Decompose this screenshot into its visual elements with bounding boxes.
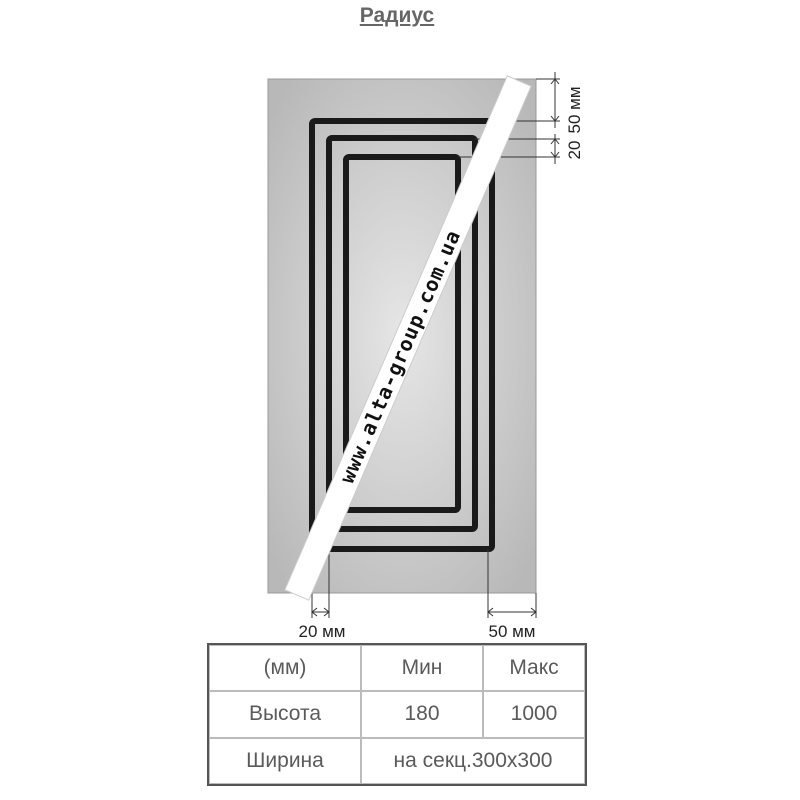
height-min-value: 180 bbox=[361, 691, 483, 738]
inner-frame bbox=[343, 154, 461, 513]
door-facade-diagram: 50 мм 20 20 мм 50 мм www.alta-group.com.… bbox=[267, 72, 584, 640]
specs-table: (мм) Мин Макс Высота 180 1000 Ширина на … bbox=[207, 643, 587, 786]
table-row-width: Ширина на секц.300x300 bbox=[209, 737, 585, 784]
dim-label-bottom-50mm: 50 мм bbox=[488, 622, 535, 640]
header-min: Мин bbox=[361, 645, 483, 692]
height-max-value: 1000 bbox=[483, 691, 585, 738]
dim-label-top-50mm: 50 мм bbox=[565, 86, 584, 133]
dim-label-bottom-20mm: 20 мм bbox=[298, 622, 345, 640]
width-value: на секц.300x300 bbox=[361, 737, 585, 784]
header-units: (мм) bbox=[209, 645, 361, 692]
header-max: Макс bbox=[483, 645, 585, 692]
row-label-height: Высота bbox=[209, 691, 361, 738]
dim-label-top-20: 20 bbox=[565, 141, 584, 160]
table-row-height: Высота 180 1000 bbox=[209, 691, 585, 738]
middle-frame bbox=[326, 135, 478, 532]
table-header-row: (мм) Мин Макс bbox=[209, 645, 585, 692]
outer-frame bbox=[309, 118, 495, 552]
row-label-width: Ширина bbox=[209, 737, 361, 784]
diagram-title: Радиус bbox=[359, 4, 435, 27]
